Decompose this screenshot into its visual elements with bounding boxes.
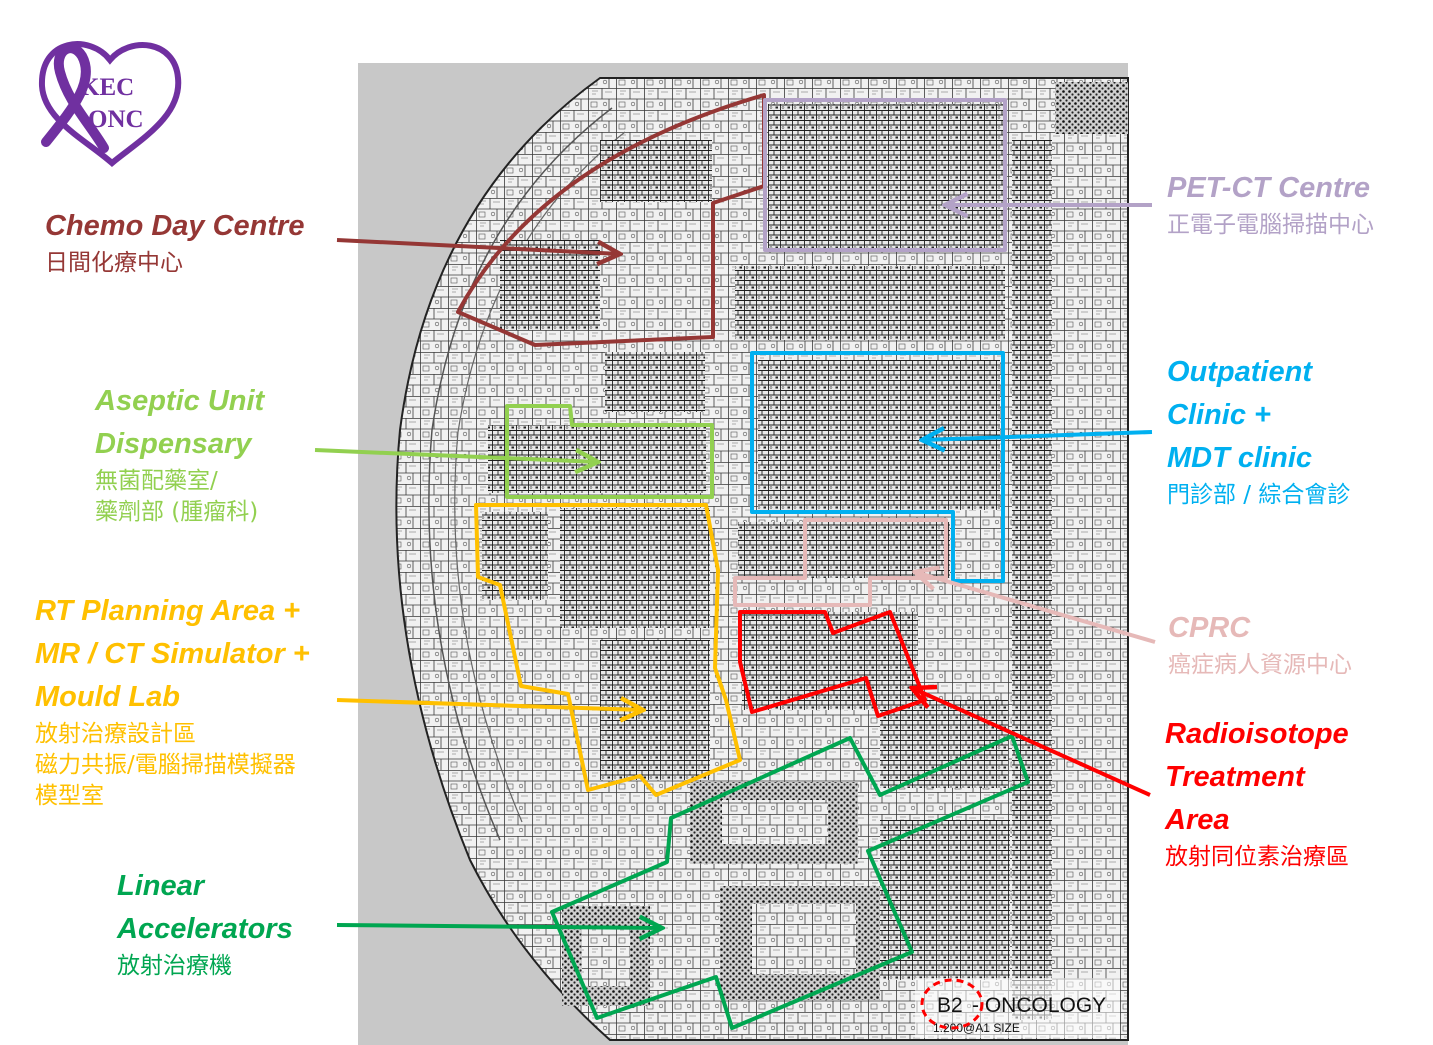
label-english: Linear bbox=[117, 870, 205, 902]
room-blocks bbox=[482, 104, 1052, 1020]
label-english: Area bbox=[1165, 804, 1230, 836]
zone-rt-planning bbox=[474, 503, 742, 797]
label-english: Clinic + bbox=[1167, 399, 1271, 431]
label-english: Treatment bbox=[1165, 761, 1305, 793]
plan-scale: 1:200@A1 SIZE bbox=[933, 1021, 1020, 1035]
label-chinese: 癌症病人資源中心 bbox=[1168, 652, 1352, 678]
pointer-arrows bbox=[314, 205, 1156, 928]
label-chinese: 模型室 bbox=[35, 783, 104, 809]
curved-facade-line bbox=[428, 107, 613, 841]
label-chinese: 放射治療設計區 bbox=[35, 721, 196, 747]
kec-onc-logo: KEC ONC bbox=[38, 41, 182, 167]
arrow-linac bbox=[336, 925, 662, 928]
label-chinese: 無菌配藥室/ bbox=[95, 468, 218, 494]
label-cprc: CPRC 癌症病人資源中心 bbox=[1168, 607, 1352, 681]
label-english: RT Planning Area + bbox=[35, 595, 301, 627]
zone-aseptic-unit bbox=[505, 404, 714, 499]
arrow-rt-planning bbox=[336, 700, 643, 710]
label-english: Accelerators bbox=[117, 913, 293, 945]
arrow-radioisotope bbox=[912, 688, 1151, 797]
arrow-chemo bbox=[336, 238, 620, 254]
label-aseptic-unit: Aseptic Unit Dispensary 無菌配藥室/ 藥劑部 (腫瘤科) bbox=[95, 380, 264, 528]
label-english: PET-CT Centre bbox=[1167, 172, 1371, 204]
zone-cprc bbox=[733, 518, 948, 607]
label-english: Outpatient bbox=[1167, 356, 1312, 388]
label-chinese: 藥劑部 (腫瘤科) bbox=[95, 499, 259, 525]
label-chinese: 放射治療機 bbox=[117, 953, 232, 979]
label-outpatient-clinic: Outpatient Clinic + MDT clinic 門診部 / 綜合會… bbox=[1167, 351, 1350, 511]
label-english: Mould Lab bbox=[35, 681, 180, 713]
dark-hatch-blocks bbox=[562, 82, 1128, 1006]
zone-linear-accelerators bbox=[550, 734, 1030, 1030]
zone-outpatient-clinic bbox=[750, 351, 1005, 583]
label-chemo-day-centre: Chemo Day Centre 日間化療中心 bbox=[45, 205, 304, 279]
floor-level: B2 bbox=[937, 994, 963, 1017]
label-rt-planning: RT Planning Area + MR / CT Simulator + M… bbox=[35, 590, 310, 812]
zone-radioisotope-treatment bbox=[738, 610, 927, 718]
label-pet-ct-centre: PET-CT Centre 正電子電腦掃描中心 bbox=[1167, 167, 1374, 241]
label-english: MDT clinic bbox=[1167, 442, 1313, 474]
label-english: Dispensary bbox=[95, 428, 252, 460]
awareness-ribbon-icon bbox=[41, 43, 109, 153]
label-english: MR / CT Simulator + bbox=[35, 638, 310, 670]
label-chinese: 門診部 / 綜合會診 bbox=[1167, 482, 1351, 508]
plan-department-title: - ONCOLOGY bbox=[972, 994, 1106, 1017]
label-chinese: 日間化療中心 bbox=[45, 250, 183, 276]
arrow-cprc bbox=[915, 572, 1156, 644]
label-english: Chemo Day Centre bbox=[45, 210, 305, 242]
label-english: Radioisotope bbox=[1165, 718, 1349, 750]
label-chinese: 正電子電腦掃描中心 bbox=[1167, 212, 1374, 238]
label-chinese: 磁力共振/電腦掃描模擬器 bbox=[35, 752, 296, 778]
label-chinese: 放射同位素治療區 bbox=[1165, 844, 1349, 870]
label-radioisotope-treatment: Radioisotope Treatment Area 放射同位素治療區 bbox=[1165, 713, 1349, 873]
label-english: Aseptic Unit bbox=[95, 385, 265, 417]
plan-title-block: B2 - ONCOLOGY 1:200@A1 SIZE bbox=[915, 978, 1120, 1038]
label-english: CPRC bbox=[1168, 612, 1251, 644]
arrow-outpatient bbox=[922, 432, 1153, 440]
logo-text-line1: KEC bbox=[80, 74, 134, 101]
logo-text-line2: ONC bbox=[88, 106, 144, 133]
zone-outlines bbox=[456, 93, 1030, 1030]
arrow-aseptic bbox=[314, 450, 598, 462]
label-linear-accelerators: Linear Accelerators 放射治療機 bbox=[117, 865, 293, 982]
heart-icon bbox=[38, 41, 182, 167]
floor-highlight-circle bbox=[920, 978, 984, 1030]
zone-pet-ct-centre bbox=[763, 98, 1007, 252]
